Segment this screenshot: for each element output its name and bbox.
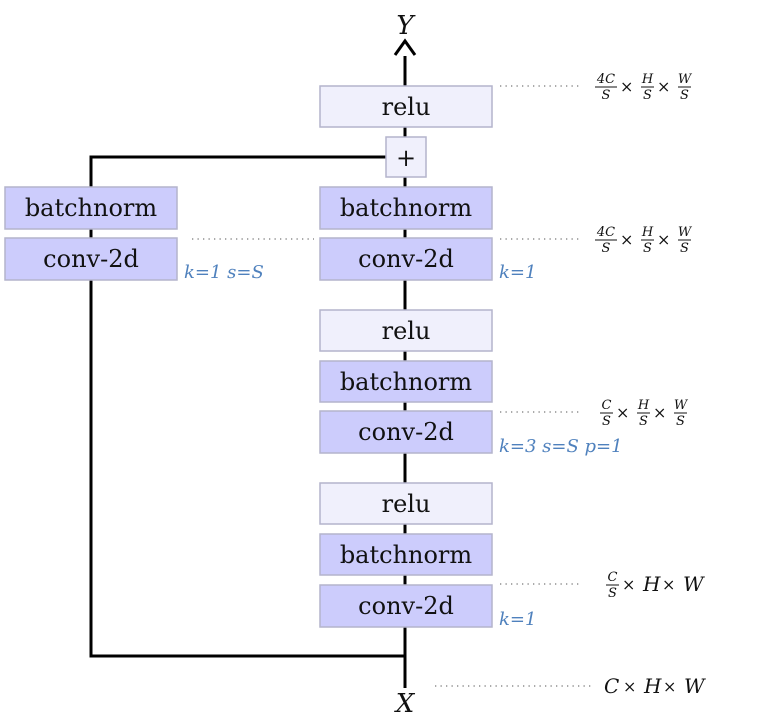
times-sign: ×: [623, 677, 636, 696]
add-node-symbol: +: [396, 144, 416, 172]
fraction-denominator: S: [643, 241, 652, 256]
conv-block-shortcut-label: conv-2d: [43, 245, 139, 273]
batchnorm-block-shortcut-label: batchnorm: [25, 194, 158, 222]
fraction-numerator: H: [637, 398, 650, 413]
fraction-denominator: S: [602, 414, 611, 429]
fraction-denominator: S: [602, 241, 611, 256]
dim-term: W: [683, 572, 705, 596]
fraction-denominator: S: [680, 88, 689, 103]
relu-block-low-label: relu: [382, 490, 431, 518]
conv-block-main2-label: conv-2d: [358, 418, 454, 446]
times-sign: ×: [657, 230, 670, 249]
batchnorm-block-main1-label: batchnorm: [340, 541, 473, 569]
relu-block-mid-label: relu: [382, 317, 431, 345]
times-sign: ×: [622, 575, 635, 594]
fraction-numerator: C: [602, 398, 612, 413]
input-label: X: [394, 689, 416, 717]
dim-label-main1: CS×H×W: [606, 570, 705, 601]
times-sign: ×: [663, 677, 676, 696]
fraction-numerator: W: [678, 72, 693, 87]
fraction-numerator: 4C: [596, 72, 615, 87]
batchnorm-block-main3-label: batchnorm: [340, 194, 473, 222]
times-sign: ×: [657, 77, 670, 96]
fraction-denominator: S: [676, 414, 685, 429]
conv-block-main1: [319, 584, 493, 628]
conv-block-main3: [319, 237, 493, 281]
times-sign: ×: [653, 403, 666, 422]
output-arrow-head: [393, 38, 417, 56]
fraction-numerator: H: [641, 225, 654, 240]
batchnorm-block-shortcut: [4, 186, 178, 230]
relu-block-mid: [319, 309, 493, 352]
batchnorm-block-main3: [319, 186, 493, 230]
add-node: [385, 136, 427, 178]
times-sign: ×: [620, 77, 633, 96]
dim-term: C: [604, 674, 619, 698]
fraction-denominator: S: [643, 88, 652, 103]
conv-main3-params: k=1: [499, 262, 536, 283]
relu-block-low: [319, 482, 493, 525]
conv-main1-params: k=1: [499, 609, 536, 630]
fraction-numerator: 4C: [596, 225, 615, 240]
fraction-denominator: S: [602, 88, 611, 103]
conv-block-shortcut: [4, 237, 178, 281]
fraction-denominator: S: [680, 241, 689, 256]
dim-label-out: 4CS×HS×WS: [595, 72, 693, 103]
relu-block-top-label: relu: [382, 93, 431, 121]
dim-term: H: [642, 572, 661, 596]
times-sign: ×: [662, 575, 675, 594]
times-sign: ×: [620, 230, 633, 249]
dim-label-input: C×H×W: [604, 674, 706, 698]
dim-term: W: [684, 674, 706, 698]
dim-label-main2: CS×HS×WS: [600, 398, 689, 429]
conv-shortcut-params: k=1 s=S: [184, 262, 264, 283]
batchnorm-block-main1: [319, 533, 493, 576]
fraction-denominator: S: [639, 414, 648, 429]
times-sign: ×: [616, 403, 629, 422]
batchnorm-block-main2-label: batchnorm: [340, 368, 473, 396]
fraction-numerator: H: [641, 72, 654, 87]
shortcut-path-wire: [89, 155, 405, 658]
output-label: Y: [396, 11, 416, 41]
fraction-numerator: W: [674, 398, 689, 413]
conv-block-main1-label: conv-2d: [358, 592, 454, 620]
dim-term: H: [643, 674, 662, 698]
fraction-numerator: C: [608, 570, 618, 585]
conv-block-main2: [319, 410, 493, 454]
conv-block-main3-label: conv-2d: [358, 245, 454, 273]
batchnorm-block-main2: [319, 360, 493, 403]
fraction-numerator: W: [678, 225, 693, 240]
fraction-denominator: S: [608, 586, 617, 601]
relu-block-top: [319, 85, 493, 128]
dim-label-main3: 4CS×HS×WS: [595, 225, 693, 256]
conv-main2-params: k=3 s=S p=1: [499, 436, 623, 457]
